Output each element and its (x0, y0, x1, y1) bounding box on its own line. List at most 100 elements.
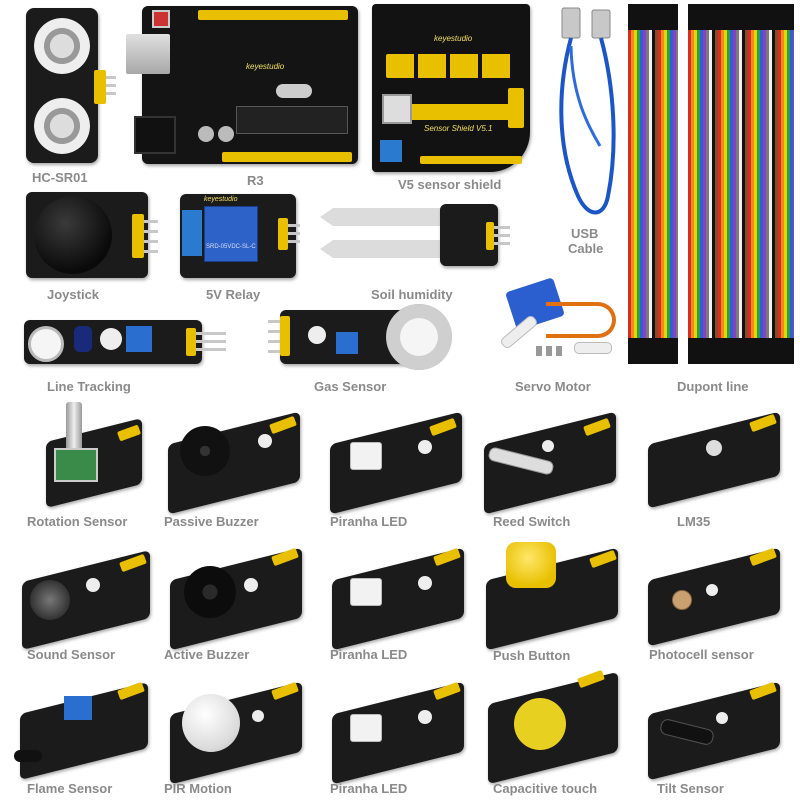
label-servo: Servo Motor (515, 379, 591, 394)
ir-emitter (28, 326, 64, 362)
label-pir: PIR Motion (164, 781, 232, 796)
photocell-sensor-module (646, 538, 786, 647)
label-piranha-3: Piranha LED (330, 781, 408, 796)
rotary-body (54, 448, 98, 482)
joystick-module (26, 192, 166, 278)
dupont-bundle-left (628, 4, 678, 364)
indicator-led (100, 328, 122, 350)
dupont-bundle-right (688, 4, 794, 364)
tilt-sensor-module (646, 672, 786, 781)
shield-brand-text: keyestudio (434, 34, 473, 43)
label-rotation: Rotation Sensor (27, 514, 128, 529)
label-active-buzzer: Active Buzzer (164, 647, 250, 662)
crystal (276, 84, 312, 98)
servo-screws (536, 346, 566, 356)
reset-button (152, 10, 170, 28)
active-buzzer-body (184, 566, 236, 618)
piranha-indicator-1 (418, 440, 432, 454)
push-button-cap (506, 542, 556, 588)
rotary-shaft (66, 402, 82, 452)
piranha-indicator-2 (418, 576, 432, 590)
ir-receiver (74, 326, 92, 352)
shield-name-text: Sensor Shield V5.1 (424, 124, 493, 133)
label-gas: Gas Sensor (314, 379, 387, 394)
usb-cable-graphic (559, 7, 616, 215)
label-push-button: Push Button (493, 648, 571, 663)
rotation-sensor-module (30, 400, 150, 508)
gas-sensor-head (386, 304, 452, 370)
power-jack (134, 116, 176, 154)
lm35-sensor (706, 440, 722, 456)
flame-ir-receiver (14, 750, 42, 762)
label-relay: 5V Relay (206, 287, 261, 302)
label-usb-line1: USB (571, 226, 599, 241)
touch-pad (514, 698, 566, 750)
gas-indicator-led (308, 326, 326, 344)
microphone (30, 580, 70, 620)
capacitor-1 (198, 126, 214, 142)
label-flame: Flame Sensor (27, 781, 113, 796)
ultrasonic-transducer-top (34, 18, 90, 74)
label-dupont: Dupont line (677, 379, 749, 394)
label-line-tracking: Line Tracking (47, 379, 131, 394)
label-capacitive: Capacitive touch (493, 781, 598, 796)
shield-terminal (380, 140, 402, 162)
soil-probe-lower (320, 240, 450, 258)
flame-potentiometer (64, 696, 92, 720)
photoresistor (672, 590, 692, 610)
tilt-indicator (716, 712, 728, 724)
shield-reset-button (382, 94, 412, 124)
label-sound: Sound Sensor (27, 647, 116, 662)
piranha-led-1 (350, 442, 382, 470)
label-piranha-2: Piranha LED (330, 647, 408, 662)
dupont-line (626, 4, 796, 366)
ultrasonic-transducer-bottom (34, 98, 90, 154)
usb-b-port (126, 34, 170, 74)
v5-sensor-shield: keyestudio Sensor Shield V5.1 (372, 4, 532, 172)
line-tracking-module (24, 318, 236, 366)
relay-part-text: SRD-05VDC-SL-C (206, 244, 256, 250)
joystick-knob (34, 196, 112, 274)
reed-switch-module (482, 404, 622, 515)
photocell-indicator (706, 584, 718, 596)
label-lm35: LM35 (677, 514, 711, 529)
label-r3: R3 (247, 173, 264, 188)
flame-sensor-module (14, 672, 154, 780)
capacitive-touch-module (484, 664, 624, 785)
passive-buzzer-module (166, 404, 306, 515)
sound-sensor-module (20, 538, 156, 650)
active-buzzer-module (168, 538, 308, 651)
gas-potentiometer (336, 332, 358, 354)
microcontroller-chip (236, 106, 348, 134)
servo-motor (496, 276, 620, 372)
soil-humidity-module (318, 204, 518, 268)
pir-dome (182, 694, 240, 752)
piranha-led-module-2 (330, 538, 470, 651)
label-reed: Reed Switch (493, 514, 571, 529)
label-photocell: Photocell sensor (649, 647, 754, 662)
gas-sensor-module (268, 304, 458, 372)
lm35-module (646, 404, 786, 509)
pir-motion-module (168, 672, 308, 785)
piranha-led-module-3 (330, 672, 470, 785)
label-hc-sr01: HC-SR01 (32, 170, 88, 185)
soil-probe (320, 208, 450, 226)
reed-indicator (542, 440, 554, 452)
relay-terminal (182, 210, 202, 256)
relay-brand-text: keyestudio (204, 196, 238, 203)
usb-cable (548, 6, 626, 224)
capacitor-2 (218, 126, 234, 142)
relay-block (204, 206, 258, 262)
label-tilt: Tilt Sensor (657, 781, 724, 796)
servo-wires (546, 302, 616, 338)
potentiometer (126, 326, 152, 352)
piranha-led-3 (350, 714, 382, 742)
label-joystick: Joystick (47, 287, 100, 302)
passive-buzzer-led (258, 434, 272, 448)
pir-indicator (252, 710, 264, 722)
push-button-module (484, 538, 624, 651)
label-usb-line2: Cable (568, 241, 604, 256)
piranha-indicator-3 (418, 710, 432, 724)
active-buzzer-led (244, 578, 258, 592)
r3-board: keyestudio (126, 6, 360, 166)
